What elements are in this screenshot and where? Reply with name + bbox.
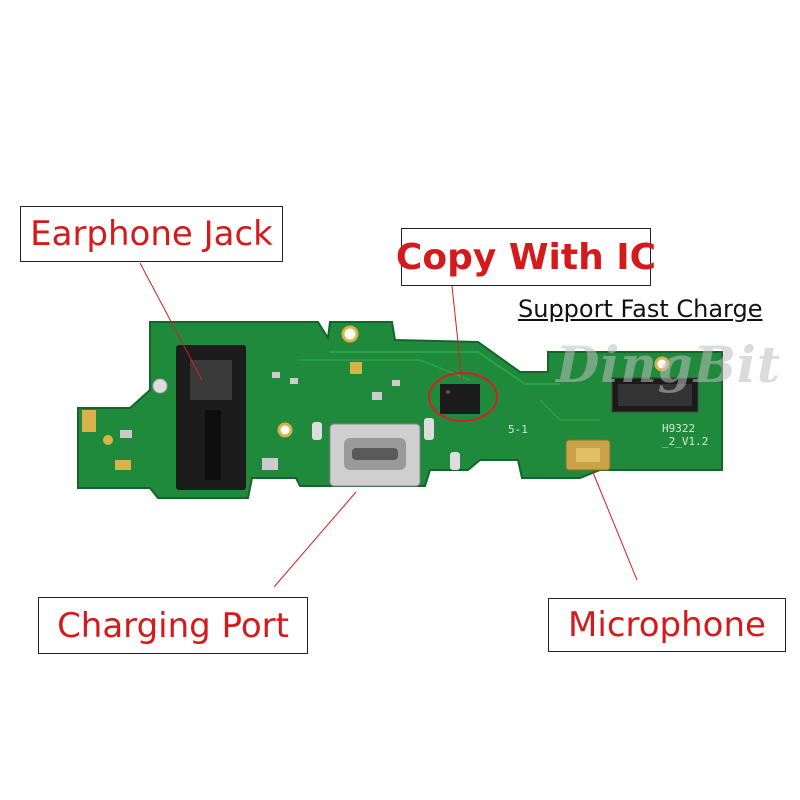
silkscreen-model: H9322: [662, 422, 696, 435]
ic-highlight-circle: [428, 372, 498, 422]
microphone-pointer-line: [591, 469, 638, 581]
watermark-text: DingBit: [556, 335, 782, 394]
microphone-label: Microphone: [548, 598, 786, 652]
silkscreen-board-id: H9322 _2_V1.2: [662, 422, 708, 448]
charging-pointer-line: [273, 491, 357, 588]
copy-with-ic-label: Copy With IC: [396, 228, 656, 286]
earphone-jack-label: Earphone Jack: [20, 206, 283, 262]
silkscreen-board-mark: 5-1: [508, 423, 528, 436]
support-fast-charge-text: Support Fast Charge: [518, 295, 763, 323]
earphone-pointer-line: [139, 262, 203, 381]
ic-pointer-line: [451, 285, 463, 381]
silkscreen-version: _2_V1.2: [662, 435, 709, 448]
charging-port-label: Charging Port: [38, 597, 308, 654]
ic-chip: [440, 384, 480, 414]
